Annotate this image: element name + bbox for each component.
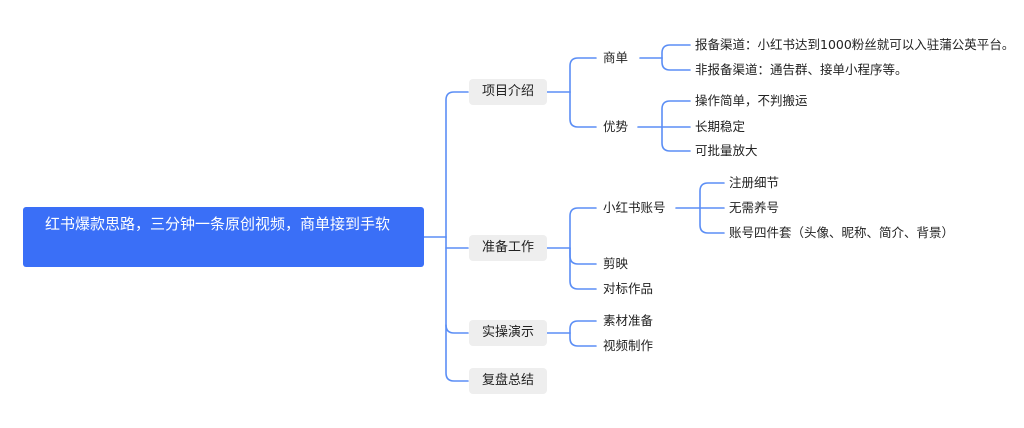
subtopic-label: 小红书账号 bbox=[603, 200, 666, 215]
leaf-label: 无需养号 bbox=[729, 200, 780, 215]
topic-project-intro[interactable]: 项目介绍 bbox=[469, 79, 547, 105]
leaf-simple-operation[interactable]: 操作简单，不判搬运 bbox=[695, 93, 808, 109]
leaf-label: 非报备渠道：通告群、接单小程序等。 bbox=[695, 62, 908, 77]
leaf-unreported-channel[interactable]: 非报备渠道：通告群、接单小程序等。 bbox=[695, 62, 908, 78]
leaf-label: 可批量放大 bbox=[695, 143, 758, 158]
topic-practice-demo[interactable]: 实操演示 bbox=[469, 320, 547, 346]
subtopic-advantages[interactable]: 优势 bbox=[603, 119, 628, 135]
topic-preparation[interactable]: 准备工作 bbox=[469, 235, 547, 261]
leaf-account-four-pieces[interactable]: 账号四件套（头像、昵称、简介、背景） bbox=[729, 225, 954, 241]
subtopic-label: 素材准备 bbox=[603, 313, 654, 328]
subtopic-xhs-account[interactable]: 小红书账号 bbox=[603, 200, 666, 216]
subtopic-label: 视频制作 bbox=[603, 338, 654, 353]
subtopic-label: 对标作品 bbox=[603, 281, 654, 296]
subtopic-deals[interactable]: 商单 bbox=[603, 50, 628, 66]
subtopic-label: 商单 bbox=[603, 50, 629, 65]
leaf-label: 账号四件套（头像、昵称、简介、背景） bbox=[729, 225, 955, 240]
subtopic-material-prep[interactable]: 素材准备 bbox=[603, 313, 653, 329]
leaf-batch-scale[interactable]: 可批量放大 bbox=[695, 143, 758, 159]
leaf-no-account-warmup[interactable]: 无需养号 bbox=[729, 200, 779, 216]
leaf-reported-channel[interactable]: 报备渠道：小红书达到1000粉丝就可以入驻蒲公英平台。 bbox=[695, 37, 1014, 53]
leaf-registration-details[interactable]: 注册细节 bbox=[729, 175, 779, 191]
leaf-label: 长期稳定 bbox=[695, 119, 746, 134]
leaf-label: 操作简单，不判搬运 bbox=[695, 93, 808, 108]
leaf-long-term-stable[interactable]: 长期稳定 bbox=[695, 119, 745, 135]
topic-label: 准备工作 bbox=[481, 240, 534, 255]
subtopic-label: 优势 bbox=[603, 119, 629, 134]
subtopic-benchmark-works[interactable]: 对标作品 bbox=[603, 281, 653, 297]
leaf-label: 报备渠道：小红书达到1000粉丝就可以入驻蒲公英平台。 bbox=[695, 37, 1015, 52]
topic-label: 实操演示 bbox=[481, 325, 534, 340]
root-topic[interactable]: 红书爆款思路，三分钟一条原创视频，商单接到手软 bbox=[23, 207, 424, 267]
subtopic-jianying[interactable]: 剪映 bbox=[603, 256, 628, 272]
subtopic-label: 剪映 bbox=[603, 256, 629, 271]
topic-label: 复盘总结 bbox=[481, 373, 534, 388]
topic-label: 项目介绍 bbox=[481, 84, 534, 99]
subtopic-video-making[interactable]: 视频制作 bbox=[603, 338, 653, 354]
root-topic-label: 红书爆款思路，三分钟一条原创视频，商单接到手软 bbox=[45, 215, 391, 233]
topic-review-summary[interactable]: 复盘总结 bbox=[469, 368, 547, 394]
leaf-label: 注册细节 bbox=[729, 175, 780, 190]
